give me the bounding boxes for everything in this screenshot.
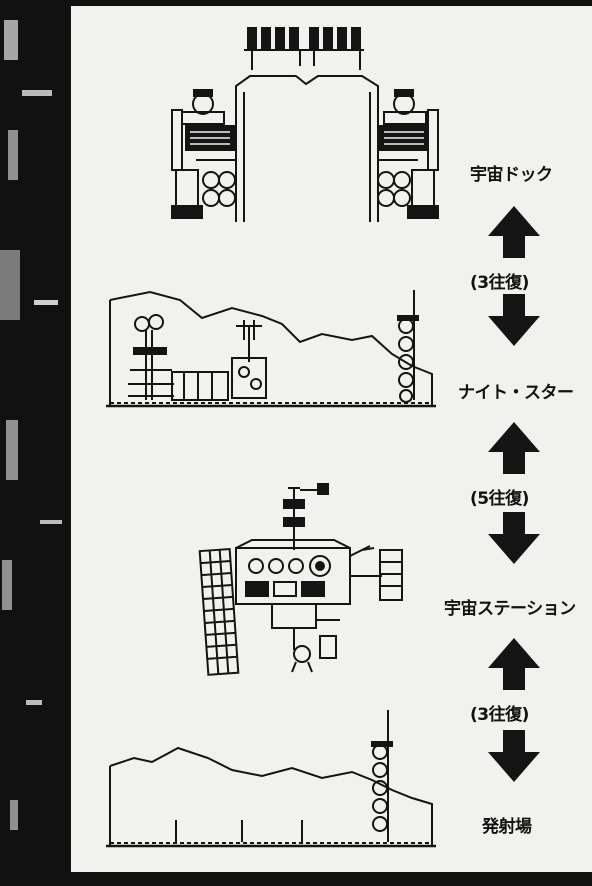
station-arm: [349, 545, 403, 601]
space-station-illustration: [198, 483, 403, 676]
night-star-terrain-line: [109, 290, 433, 406]
night-star-tank: [171, 371, 229, 401]
dock-right-machinery: [377, 89, 439, 219]
dock-gantry-frame: [235, 75, 379, 222]
down-arrow-1: [488, 294, 540, 346]
up-arrow-2: [488, 422, 540, 474]
up-arrow-3: [488, 638, 540, 690]
left-margin-noise: [0, 20, 62, 830]
night-star-antenna: [231, 320, 267, 399]
night-star-illustration: [106, 290, 436, 408]
trip-count-label-3: (3往復): [470, 705, 529, 725]
night-star-tower-left: [128, 314, 174, 400]
space-dock-illustration: [171, 27, 439, 222]
station-core-details: [245, 555, 331, 597]
trip-count-label-1: (3往復): [470, 273, 529, 293]
station-lower-section: [271, 603, 340, 673]
launch-site-markers: [175, 820, 303, 842]
station-mast: [283, 483, 329, 550]
location-label-space-station: 宇宙ステーション: [444, 599, 576, 619]
station-solar-panel: [198, 547, 240, 676]
dock-top-connectors: [244, 27, 364, 70]
location-label-launch-site: 発射場: [482, 817, 532, 837]
up-arrow-1: [488, 206, 540, 258]
trip-count-label-2: (5往復): [470, 489, 529, 509]
arrow-pair-2: [488, 422, 540, 564]
arrow-pair-3: [488, 638, 540, 782]
launch-site-illustration: [106, 710, 436, 848]
location-label-space-dock: 宇宙ドック: [470, 165, 553, 185]
location-label-night-star: ナイト・スター: [458, 383, 574, 403]
bottom-frame: [71, 872, 592, 886]
night-star-tower-right: [397, 290, 419, 403]
dock-left-machinery: [171, 89, 236, 219]
arrow-pair-1: [488, 206, 540, 346]
launch-site-tower: [371, 710, 393, 842]
down-arrow-2: [488, 512, 540, 564]
launch-site-terrain-line: [109, 746, 433, 846]
down-arrow-3: [488, 730, 540, 782]
